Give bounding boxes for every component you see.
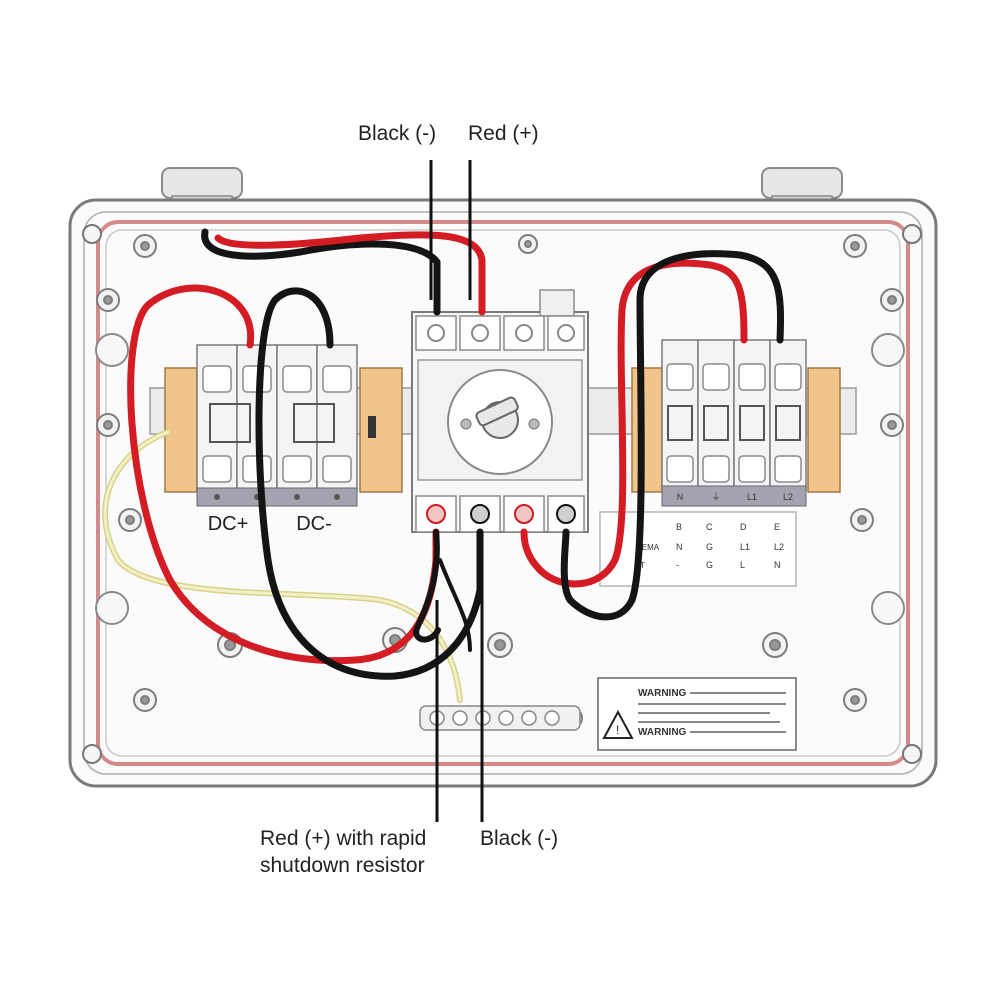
svg-text:⏚: ⏚ bbox=[711, 492, 720, 502]
terminal-marking-table: B C D E NEMA N G L1 L2 T - G L N bbox=[599, 511, 797, 587]
callout-leaders bbox=[429, 160, 484, 822]
wires-left bbox=[127, 228, 486, 680]
svg-text:B: B bbox=[676, 522, 682, 532]
svg-text:T: T bbox=[640, 561, 645, 570]
dc-plus-label: DC+ bbox=[208, 513, 249, 535]
svg-text:WARNING: WARNING bbox=[638, 727, 687, 738]
svg-text:L2: L2 bbox=[783, 492, 793, 502]
disconnect-switch bbox=[411, 289, 589, 533]
terminal-block-ac bbox=[631, 339, 841, 507]
callout-bottom-red-line2: shutdown resistor bbox=[260, 854, 425, 877]
wires-right bbox=[520, 250, 784, 621]
ground-bar bbox=[419, 705, 581, 731]
callout-bottom-black: Black (-) bbox=[480, 827, 559, 850]
svg-text:G: G bbox=[706, 560, 713, 570]
large-bosses bbox=[95, 333, 905, 625]
svg-text:N: N bbox=[676, 542, 683, 552]
ac-terminal-markings: N ⏚ L1 L2 bbox=[677, 492, 793, 502]
callout-top-red: Red (+) bbox=[468, 122, 539, 145]
svg-text:L: L bbox=[740, 560, 745, 570]
callout-bottom-red-line1: Red (+) with rapid bbox=[260, 827, 427, 850]
svg-text:G: G bbox=[706, 542, 713, 552]
svg-text:L1: L1 bbox=[747, 492, 757, 502]
svg-text:C: C bbox=[706, 522, 713, 532]
svg-text:E: E bbox=[774, 522, 780, 532]
rotary-handle bbox=[475, 396, 519, 439]
svg-text:D: D bbox=[740, 522, 747, 532]
warning-triangle-icon bbox=[602, 709, 634, 739]
terminal-block-dc bbox=[164, 344, 403, 507]
svg-text:WARNING: WARNING bbox=[638, 688, 687, 699]
svg-text:NEMA: NEMA bbox=[636, 543, 660, 552]
warning-label: ! WARNING WARNING bbox=[597, 677, 797, 751]
svg-text:N: N bbox=[677, 492, 684, 502]
svg-text:!: ! bbox=[616, 723, 619, 737]
corner-screws bbox=[82, 224, 922, 764]
dc-minus-label: DC- bbox=[296, 513, 332, 535]
callout-top-black: Black (-) bbox=[358, 122, 437, 145]
svg-text:L1: L1 bbox=[740, 542, 750, 552]
gasket bbox=[96, 220, 910, 766]
svg-text:-: - bbox=[676, 560, 679, 570]
svg-text:L2: L2 bbox=[774, 542, 784, 552]
svg-text:N: N bbox=[774, 560, 781, 570]
